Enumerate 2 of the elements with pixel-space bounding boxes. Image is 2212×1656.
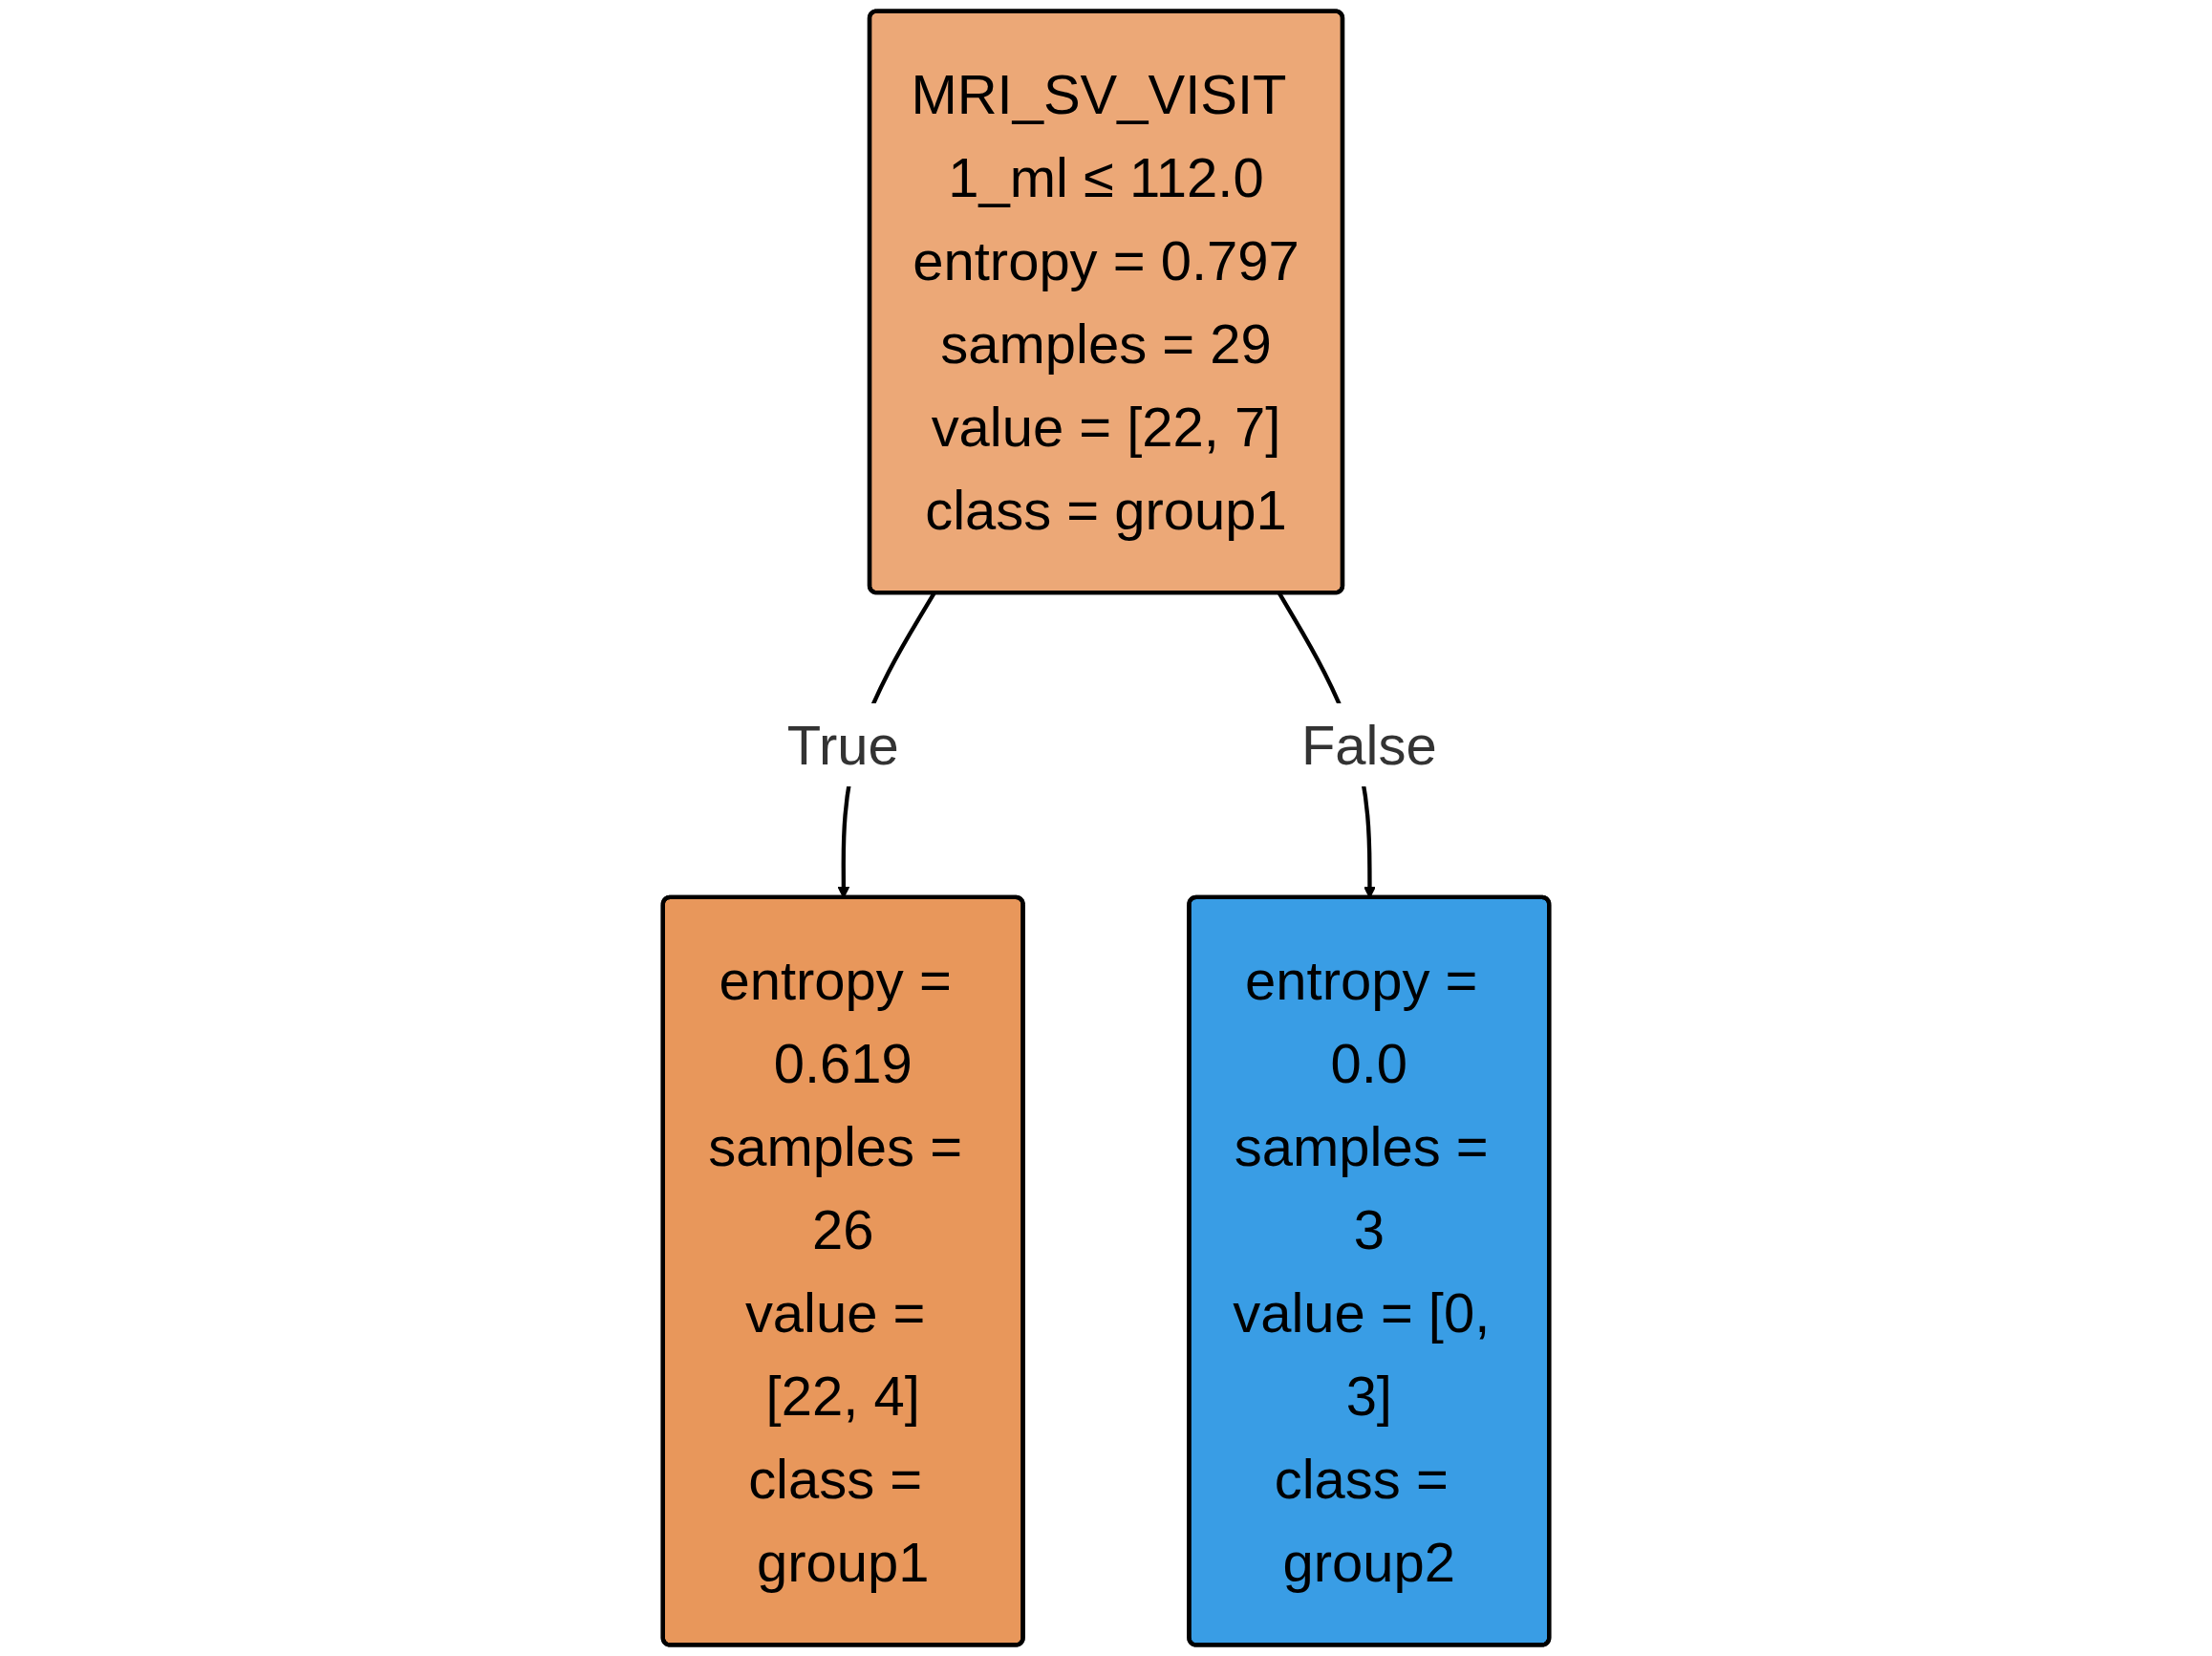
edge-label: True [786,714,899,776]
edge-label: False [1300,714,1437,776]
